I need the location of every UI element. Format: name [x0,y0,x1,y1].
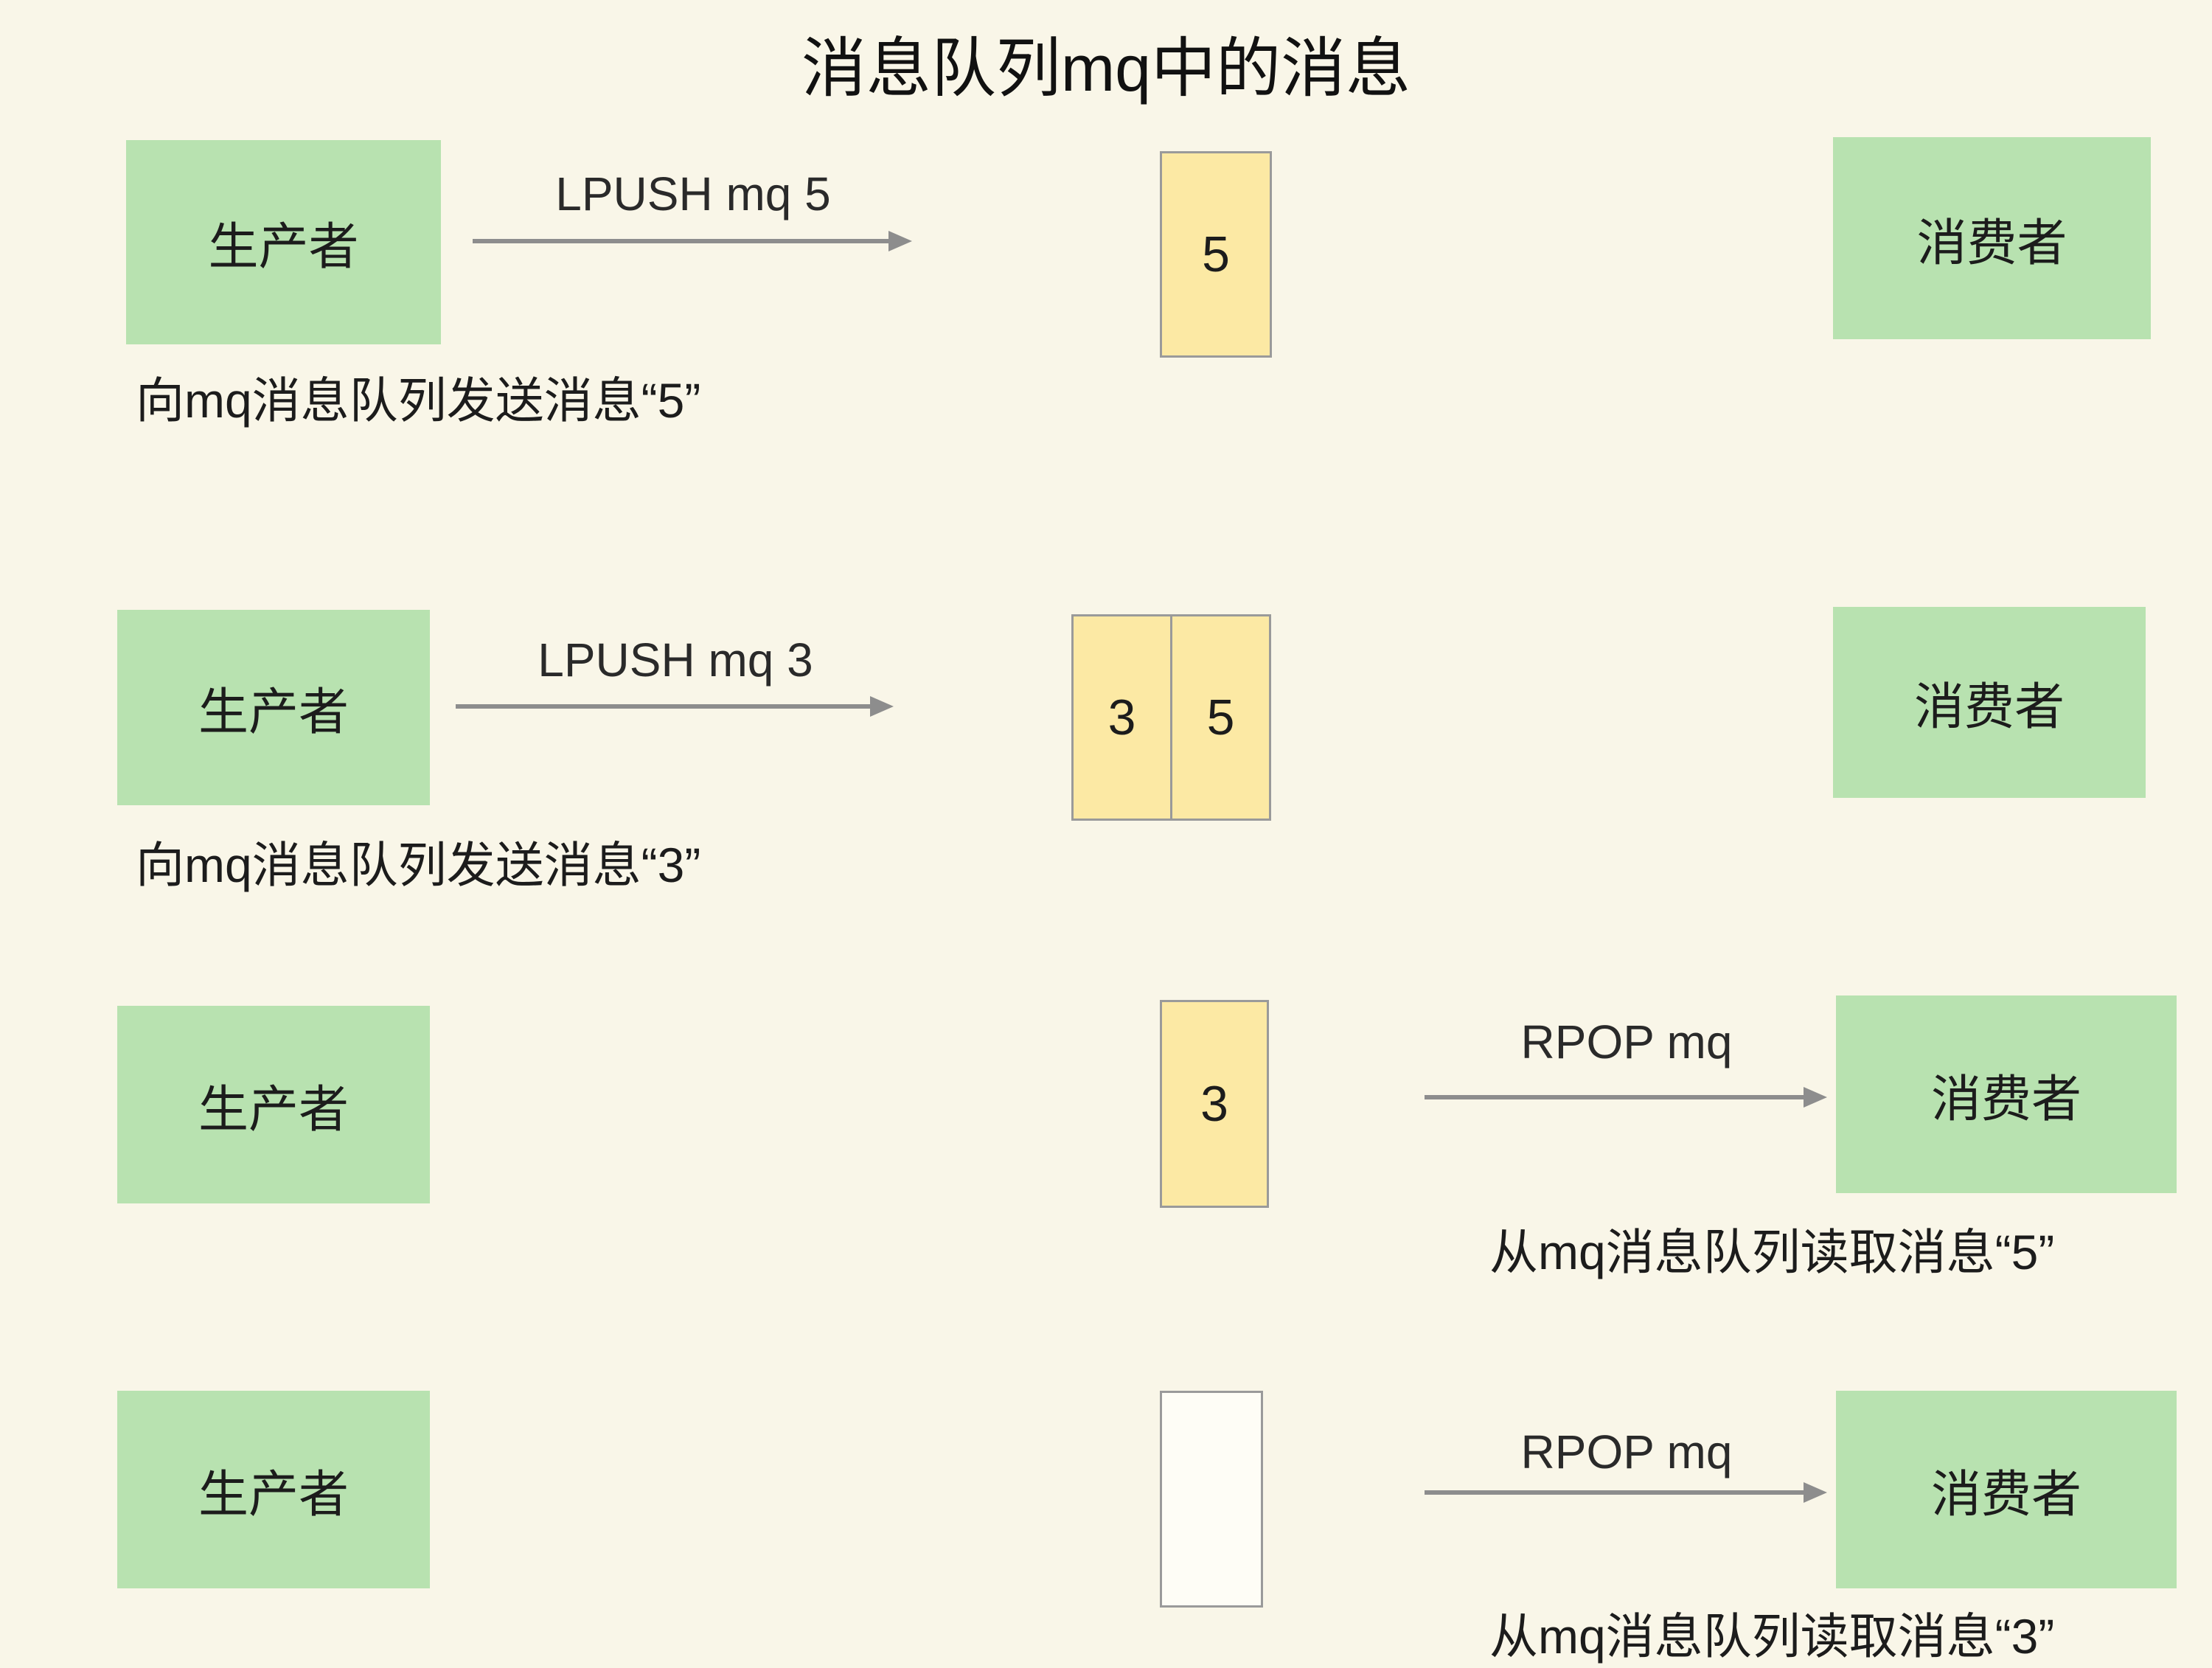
producer-box: 生产者 [117,1391,430,1588]
message-queue: 5 [1160,151,1272,358]
command-label: RPOP mq [1520,1425,1733,1478]
producer-box: 生产者 [117,1006,430,1203]
caption: 从mq消息队列读取消息“3” [1489,1609,2055,1664]
consumer-box: 消费者 [1833,607,2146,798]
lpush-arrow [456,696,894,717]
consumer-box: 消费者 [1833,137,2151,339]
queue-cell: 5 [1170,614,1271,821]
rpop-arrow [1425,1087,1827,1108]
command-label: LPUSH mq 5 [555,167,831,220]
caption: 向mq消息队列发送消息“5” [136,373,701,428]
diagram-title: 消息队列mq中的消息 [801,32,1411,105]
caption: 从mq消息队列读取消息“5” [1489,1225,2055,1279]
rpop-arrow [1425,1482,1827,1503]
lpush-arrow [473,231,912,251]
queue-cell: 3 [1071,614,1172,821]
producer-box: 生产者 [117,610,430,805]
producer-box: 生产者 [126,140,441,344]
message-queue [1160,1391,1263,1608]
caption: 向mq消息队列发送消息“3” [136,838,701,892]
command-label: LPUSH mq 3 [538,633,813,687]
queue-cell: 5 [1160,151,1272,358]
queue-cell-empty [1160,1391,1263,1608]
message-queue: 3 5 [1071,614,1271,821]
consumer-box: 消费者 [1836,995,2177,1193]
consumer-box: 消费者 [1836,1391,2177,1588]
message-queue: 3 [1160,1000,1269,1208]
queue-cell: 3 [1160,1000,1269,1208]
command-label: RPOP mq [1520,1015,1733,1068]
